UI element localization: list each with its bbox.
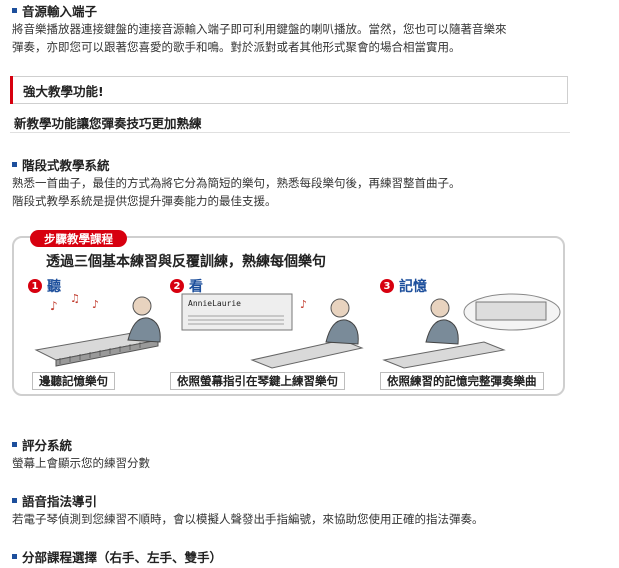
player-person-icon xyxy=(127,296,161,343)
step-1-caption: 邊聽記憶樂句 xyxy=(32,372,115,390)
scoring-description: 螢幕上會顯示您的練習分數 xyxy=(12,456,150,470)
subheading: 新教學功能讓您彈奏技巧更加熟練 xyxy=(14,116,202,131)
player-person-icon xyxy=(325,298,359,345)
player-person-icon xyxy=(425,298,459,345)
keyboard-listen-illustration: ♪ ♫ ♪ xyxy=(34,292,161,367)
keyboard-memory-illustration xyxy=(382,293,561,369)
voice-guide-description: 若電子琴偵測到您練習不順時，會以模擬人聲發出手指編號，來協助您使用正確的指法彈奏… xyxy=(12,512,484,526)
bullet-square-icon xyxy=(12,497,17,503)
keyboard-watch-illustration: AnnieLaurie ♪ xyxy=(181,293,364,369)
bullet-square-icon xyxy=(12,7,17,13)
bullet-square-icon xyxy=(12,553,17,559)
highlight-accent-bar xyxy=(10,76,13,104)
bullet-square-icon xyxy=(12,161,17,167)
section-title-scoring: 評分系統 xyxy=(12,436,72,453)
step-3-label: 3 記憶 xyxy=(380,276,427,296)
step-2-label: 2 看 xyxy=(170,276,203,296)
lesson-badge: 步驟教學課程 xyxy=(30,230,127,247)
lesson-headline: 透過三個基本練習與反覆訓練，熟練每個樂句 xyxy=(46,254,326,270)
svg-text:♪: ♪ xyxy=(300,298,307,311)
highlight-title: 強大教學功能! xyxy=(23,83,104,99)
step-number-icon: 1 xyxy=(28,279,42,293)
svg-text:♫: ♫ xyxy=(70,292,80,305)
audio-input-description: 將音樂播放器連接鍵盤的連接音源輸入端子即可利用鍵盤的喇叭播放。當然，您也可以隨著… xyxy=(12,22,507,54)
step-number-icon: 2 xyxy=(170,279,184,293)
section-title-voice-guide: 語音指法導引 xyxy=(12,492,97,509)
music-note-icon: ♪ ♫ ♪ xyxy=(50,292,99,313)
music-note-icon: ♪ xyxy=(300,298,307,311)
step-2-caption: 依照螢幕指引在琴鍵上練習樂句 xyxy=(170,372,345,390)
section-title-part-select: 分部課程選擇（右手、左手、雙手） xyxy=(12,548,222,565)
divider xyxy=(10,132,570,133)
step-3-caption: 依照練習的記憶完整彈奏樂曲 xyxy=(380,372,544,390)
step-number-icon: 3 xyxy=(380,279,394,293)
step-system-description: 熟悉一首曲子，最佳的方式為將它分為簡短的樂句，熟悉每段樂句後，再練習整首曲子。 … xyxy=(12,176,461,208)
section-title-step-system: 階段式教學系統 xyxy=(12,156,110,173)
bullet-square-icon xyxy=(12,441,17,447)
svg-text:♪: ♪ xyxy=(92,298,99,311)
highlight-box: 強大教學功能! xyxy=(10,76,568,104)
section-title-audio-input: 音源輸入端子 xyxy=(12,2,97,19)
svg-text:♪: ♪ xyxy=(50,299,58,313)
step-1-label: 1 聽 xyxy=(28,276,61,296)
lcd-screen-text: AnnieLaurie xyxy=(188,299,241,308)
